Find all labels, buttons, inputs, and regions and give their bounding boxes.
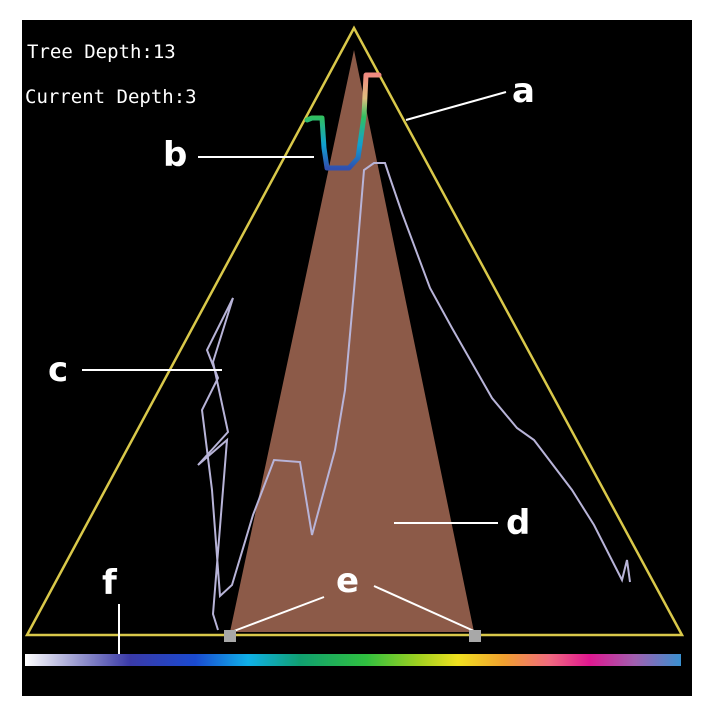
pointer-line-e-left: [233, 596, 325, 632]
color-scale-bar: [25, 654, 681, 666]
label-d: d: [506, 503, 530, 543]
wedge-right-marker: [469, 630, 481, 642]
tree-diagram: Tree Depth:13 Current Depth:3 a b c d e …: [24, 25, 685, 666]
wedge-left-marker: [224, 630, 236, 642]
label-c: c: [48, 350, 68, 390]
pointer-line-a: [405, 91, 507, 121]
profile-line: [197, 162, 631, 631]
label-f: f: [102, 563, 118, 603]
tree-depth-readout: Tree Depth:13: [27, 41, 176, 63]
pointer-line-e-right: [373, 585, 475, 632]
current-depth-readout: Current Depth:3: [25, 86, 197, 108]
tree-visualization-canvas: Tree Depth:13 Current Depth:3 a b c d e …: [22, 20, 692, 696]
label-b: b: [163, 135, 187, 175]
outer-triangle: [24, 25, 685, 637]
inner-wedge: [230, 50, 474, 632]
label-a: a: [512, 71, 535, 111]
highlighted-path: [304, 72, 382, 171]
label-e: e: [336, 561, 359, 601]
